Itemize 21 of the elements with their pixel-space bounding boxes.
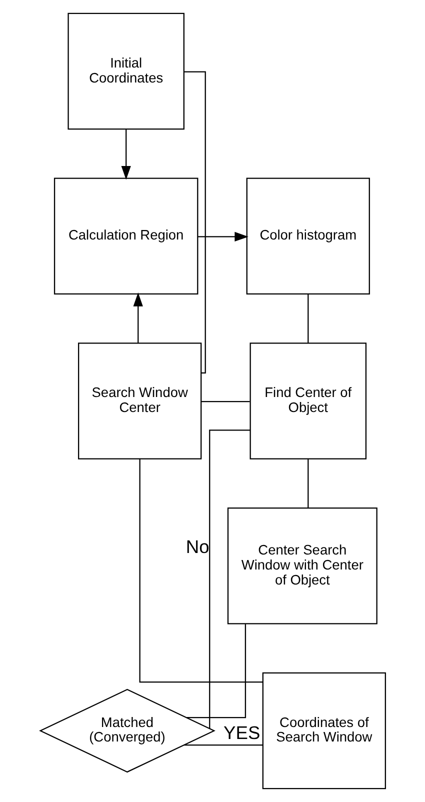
connector bbox=[138, 458, 262, 683]
node-box: Calculation Region bbox=[53, 178, 198, 295]
arrow bbox=[132, 292, 142, 343]
connector bbox=[208, 430, 250, 728]
node-box: Search Window Center bbox=[78, 342, 202, 460]
node-box: Find Center of Object bbox=[249, 342, 366, 460]
node-diamond: Matched (Converged) bbox=[38, 688, 215, 773]
edge-label: No bbox=[185, 536, 209, 558]
connector bbox=[186, 624, 246, 718]
node-box: Color histogram bbox=[246, 178, 370, 295]
arrow bbox=[198, 232, 248, 242]
connector bbox=[184, 71, 206, 374]
node-box: Initial Coordinates bbox=[67, 12, 184, 130]
arrow bbox=[120, 129, 130, 180]
edge-label: YES bbox=[223, 722, 260, 744]
connector bbox=[307, 459, 308, 508]
connector bbox=[307, 294, 308, 343]
connector bbox=[184, 744, 262, 746]
node-box: Coordinates of Search Window bbox=[262, 672, 386, 790]
connector bbox=[201, 401, 250, 402]
node-box: Center Search Window with Center of Object bbox=[226, 507, 377, 624]
